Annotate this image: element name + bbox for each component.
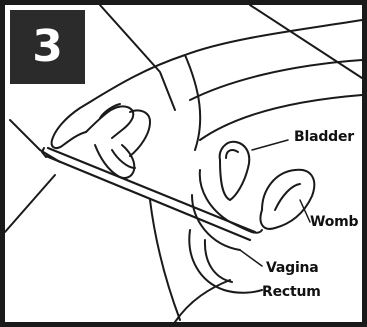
- label-womb: Womb: [310, 214, 358, 230]
- womb-outline: [261, 170, 315, 229]
- finger-outline: [95, 145, 134, 178]
- bladder-pointer: [252, 140, 288, 150]
- finger-outline: [86, 106, 133, 138]
- label-rectum: Rectum: [262, 284, 321, 300]
- vagina-pointer: [240, 250, 262, 266]
- pelvis-outline: [150, 200, 180, 320]
- background-contour: [190, 60, 362, 100]
- label-vagina: Vagina: [266, 260, 319, 276]
- background-contour: [5, 175, 55, 232]
- label-bladder: Bladder: [294, 129, 354, 145]
- rectum-outline: [189, 230, 262, 293]
- finger-outline: [112, 150, 135, 168]
- bladder-inner: [226, 150, 238, 158]
- womb-inner: [275, 184, 300, 210]
- wrist-outline: [185, 55, 200, 150]
- background-contour: [100, 5, 175, 110]
- pelvis-outline: [175, 280, 230, 322]
